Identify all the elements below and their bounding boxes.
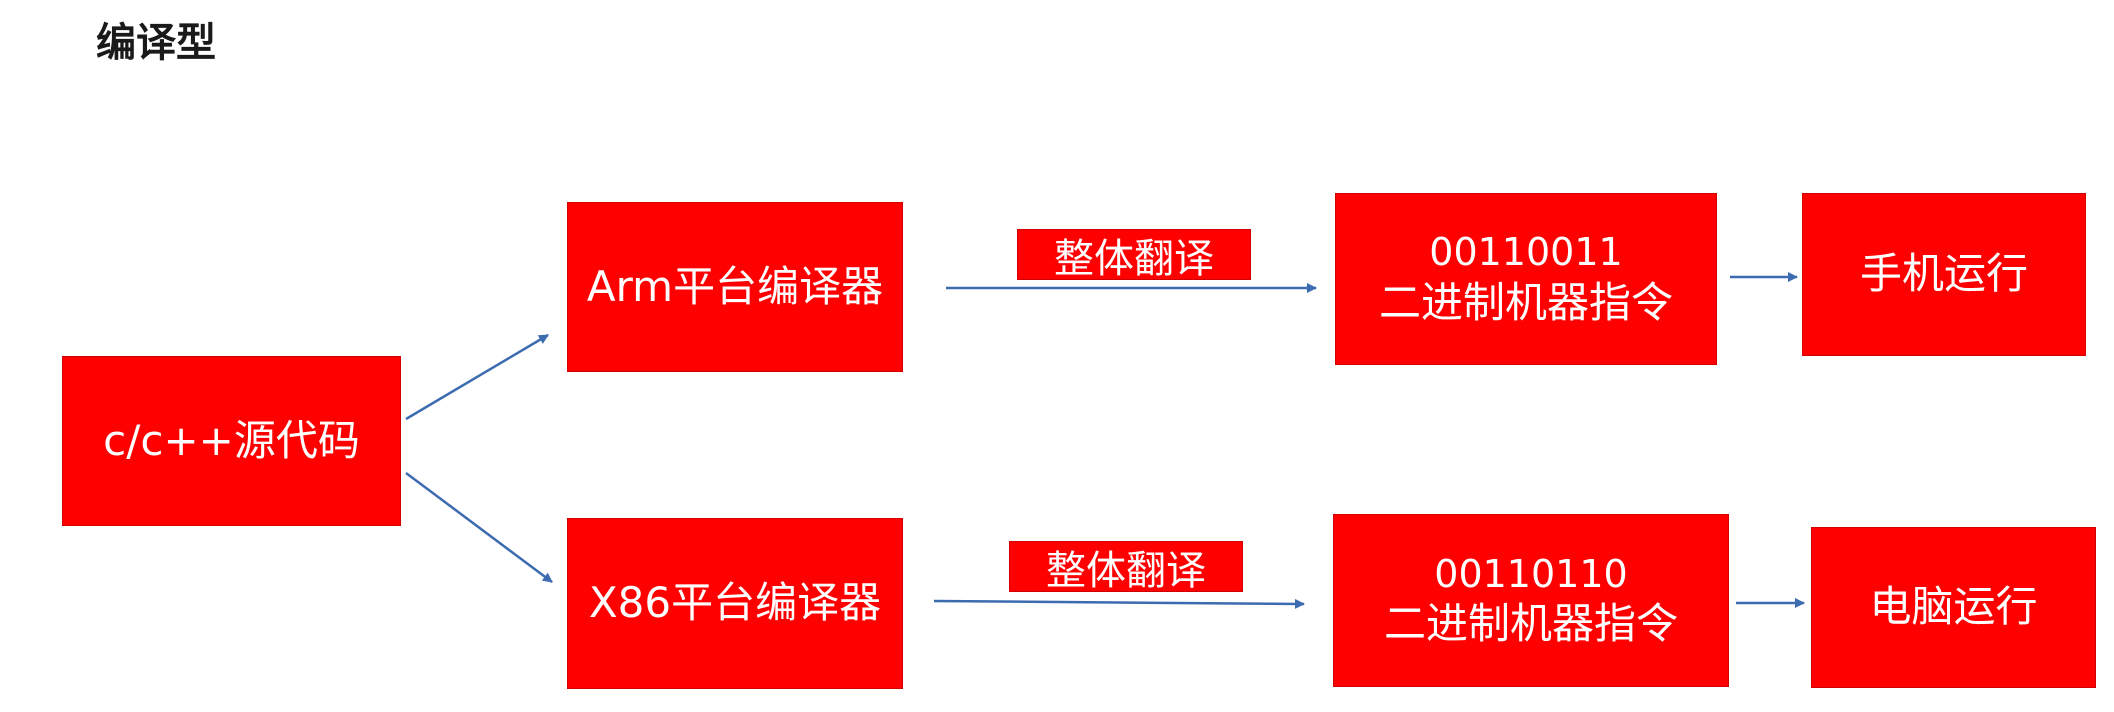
arrow-source-to-arm <box>405 333 549 421</box>
source-code-box: c/c++源代码 <box>62 356 401 526</box>
edge-label-top-text: 整体翻译 <box>1054 235 1214 282</box>
x86-compiler-box: X86平台编译器 <box>567 518 903 689</box>
edge-label-bottom-text: 整体翻译 <box>1046 547 1206 594</box>
arm-binary-desc: 二进制机器指令 <box>1378 277 1673 327</box>
phone-run-label: 手机运行 <box>1859 249 2028 299</box>
arm-binary-code: 00110011 <box>1429 230 1623 274</box>
source-code-label: c/c++源代码 <box>103 415 360 465</box>
arrow-x86-to-binary <box>933 598 1305 609</box>
x86-compiler-label: X86平台编译器 <box>588 578 882 628</box>
phone-run-box: 手机运行 <box>1802 193 2086 356</box>
x86-binary-code: 00110110 <box>1434 551 1628 596</box>
arrow-source-to-x86 <box>405 471 553 584</box>
edge-label-bottom: 整体翻译 <box>1009 541 1243 594</box>
edge-label-top: 整体翻译 <box>1017 229 1251 282</box>
x86-binary-box: 00110110 二进制机器指令 <box>1333 514 1729 687</box>
pc-run-box: 电脑运行 <box>1811 527 2096 688</box>
arm-binary-box: 00110011 二进制机器指令 <box>1335 193 1717 365</box>
arm-compiler-label: Arm平台编译器 <box>586 261 884 311</box>
x86-binary-desc: 二进制机器指令 <box>1383 599 1678 648</box>
arm-compiler-box: Arm平台编译器 <box>567 202 903 372</box>
pc-run-label: 电脑运行 <box>1869 582 2038 632</box>
page-title: 编译型 <box>96 20 216 66</box>
